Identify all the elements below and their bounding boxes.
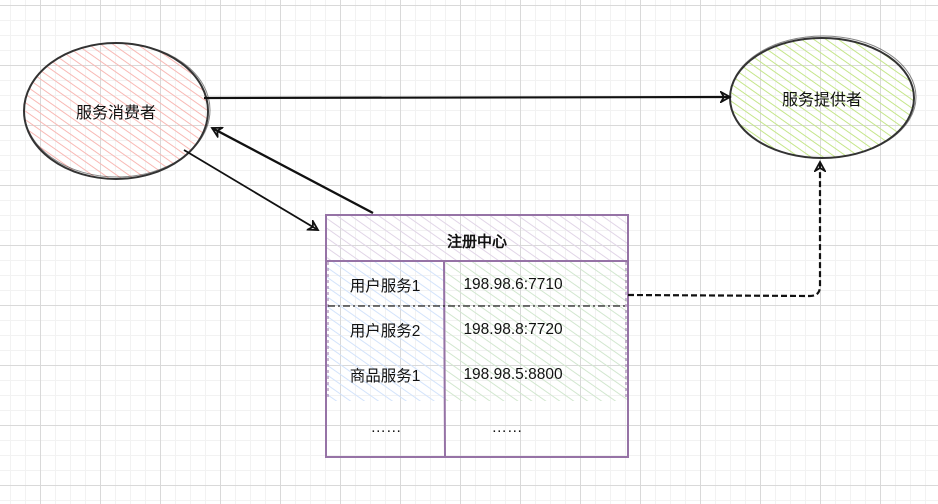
- registry-row-service: ……: [370, 419, 402, 436]
- provider-label: 服务提供者: [781, 92, 863, 109]
- edge-consumer-to-provider: [203, 97, 730, 98]
- registry-title: 注册中心: [446, 233, 508, 251]
- registry-row-address: 198.98.6:7710: [463, 276, 563, 293]
- registry-row-address: 198.98.5:8800: [463, 366, 563, 383]
- registry-row-service: 用户服务1: [349, 278, 421, 295]
- edge-consumer-to-registry: [183, 149, 318, 230]
- registry-row-service: 用户服务2: [349, 323, 421, 340]
- edge-registry-to-consumer: [212, 128, 374, 215]
- edge-registry-to-provider-dashed: [627, 162, 820, 298]
- registry-row-address: ……: [491, 419, 523, 436]
- registry-node[interactable]: [325, 214, 629, 458]
- consumer-label: 服务消费者: [75, 105, 157, 122]
- registry-row-service: 商品服务1: [349, 368, 421, 385]
- registry-row-address: 198.98.8:7720: [463, 321, 563, 338]
- consumer-node[interactable]: [23, 42, 211, 180]
